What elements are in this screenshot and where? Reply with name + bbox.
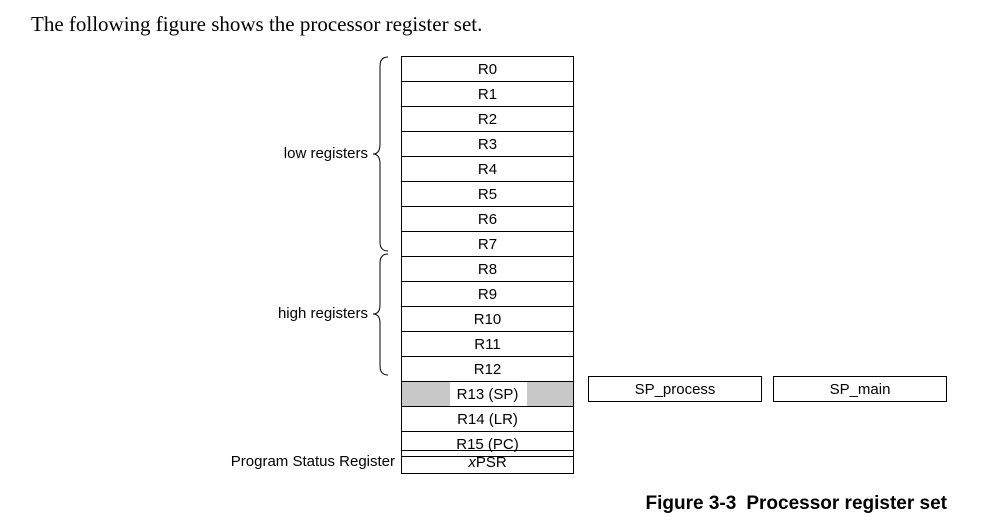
sp-process-label: SP_process: [634, 380, 716, 398]
low-registers-label: low registers: [283, 145, 368, 162]
register-label: R15 (PC): [456, 435, 519, 453]
high-registers-brace: [372, 253, 389, 376]
program-status-register-label: Program Status Register: [230, 453, 395, 470]
register-r10: R10: [402, 307, 573, 332]
register-r11: R11: [402, 332, 573, 357]
figure-caption: Figure 3-3 Processor register set: [646, 493, 947, 515]
register-label: R6: [477, 210, 498, 228]
register-label: R2: [477, 110, 498, 128]
intro-text: The following figure shows the processor…: [31, 12, 483, 36]
register-r14-lr: R14 (LR): [402, 407, 573, 432]
sp-main-box: SP_main: [773, 376, 947, 402]
register-label: R8: [477, 260, 498, 278]
sp-main-label: SP_main: [829, 380, 891, 398]
register-label: R14 (LR): [457, 410, 518, 428]
register-r15-pc: R15 (PC): [402, 432, 573, 457]
register-label: R0: [477, 60, 498, 78]
register-label: R7: [477, 235, 498, 253]
register-r6: R6: [402, 207, 573, 232]
register-label: R3: [477, 135, 498, 153]
register-r2: R2: [402, 107, 573, 132]
register-label: R13 (SP): [455, 385, 520, 403]
register-r9: R9: [402, 282, 573, 307]
register-label: R11: [474, 335, 501, 353]
register-label: R10: [473, 310, 502, 328]
register-r13-sp: R13 (SP): [402, 382, 573, 407]
sp-process-box: SP_process: [588, 376, 762, 402]
figure-number: Figure 3-3: [645, 493, 737, 514]
register-label: R12: [473, 360, 502, 378]
register-r3: R3: [402, 132, 573, 157]
register-stack: R0 R1 R2 R3 R4 R5 R6 R7 R8 R9 R10 R11 R1…: [401, 56, 574, 457]
register-r0: R0: [402, 57, 573, 82]
register-label: R4: [477, 160, 498, 178]
register-label: R1: [477, 85, 498, 103]
register-r12: R12: [402, 357, 573, 382]
xpsr-prefix: x: [468, 453, 476, 471]
register-r8: R8: [402, 257, 573, 282]
register-r1: R1: [402, 82, 573, 107]
high-registers-label: high registers: [277, 305, 368, 322]
register-r5: R5: [402, 182, 573, 207]
register-r4: R4: [402, 157, 573, 182]
register-label: R5: [477, 185, 498, 203]
register-r7: R7: [402, 232, 573, 257]
register-label: R9: [477, 285, 498, 303]
figure-title: Processor register set: [746, 493, 947, 514]
low-registers-brace: [372, 56, 389, 252]
xpsr-suffix: PSR: [475, 453, 507, 471]
